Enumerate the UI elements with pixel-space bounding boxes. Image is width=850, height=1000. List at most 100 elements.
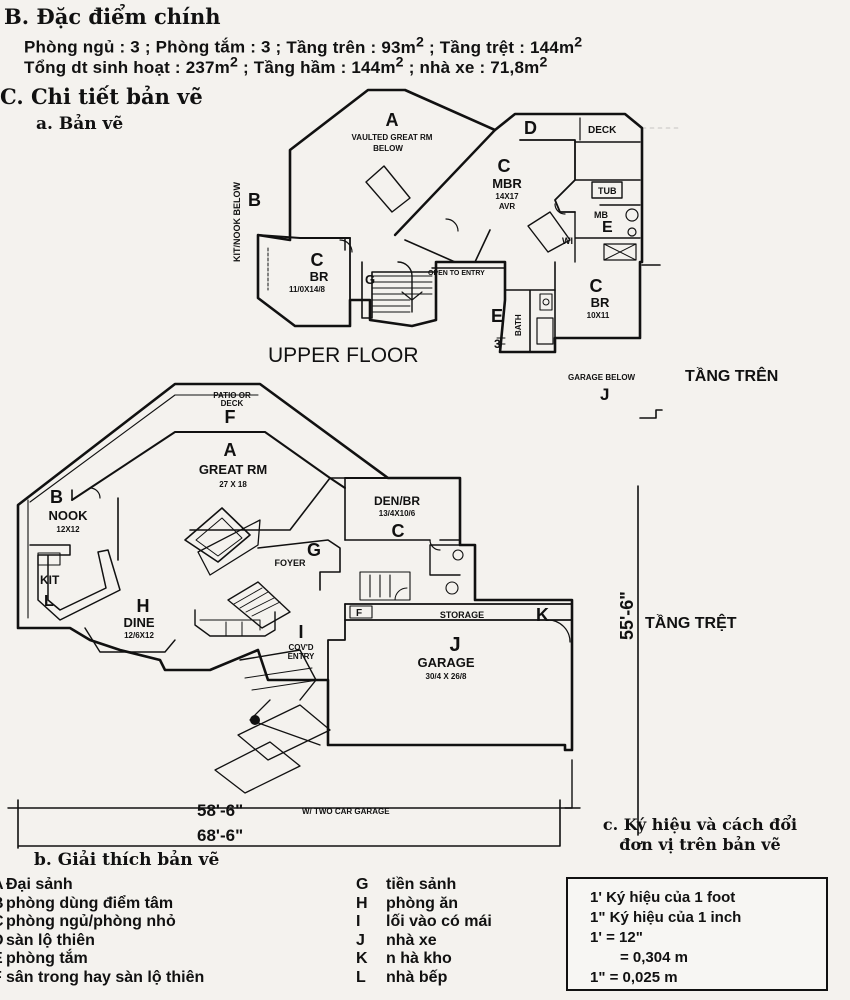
gf-dine: DINE xyxy=(123,615,154,630)
gf-great-dim: 27 X 18 xyxy=(219,480,247,489)
gf-entry: ENTRY xyxy=(288,652,315,661)
uf-e-mb: E xyxy=(602,219,613,236)
gf-i-letter: I xyxy=(298,622,303,642)
gf-den-br: DEN/BR xyxy=(374,494,420,508)
uf-br1-letter: C xyxy=(311,250,324,270)
garage-stat: ; nhà xe : 71,8m2 xyxy=(408,54,548,77)
upper-floor-heading: UPPER FLOOR xyxy=(268,344,419,367)
legend-title: b. Giải thích bản vẽ xyxy=(34,850,220,870)
gf-two-car: W/ TWO CAR GARAGE xyxy=(302,807,390,816)
gf-dim-686: 68'-6" xyxy=(197,826,243,845)
uf-b-letter: B xyxy=(248,190,261,210)
upper-floor-stat: Tầng trên : 93m2 xyxy=(286,34,425,57)
uf-e-bath: E xyxy=(491,306,503,326)
uf-mbr-sub: AVR xyxy=(499,202,516,211)
legend-item-f: Fsân trong hay sàn lộ thiên xyxy=(0,968,205,986)
gf-b-letter: B xyxy=(50,487,63,507)
uf-br1: BR xyxy=(310,269,329,284)
uf-d-letter: D xyxy=(524,118,537,138)
gf-den-letter: C xyxy=(392,521,405,541)
conversion-title-line-1: c. Ký hiệu và cách đổi xyxy=(602,815,798,834)
gf-dim-586: 58'-6" xyxy=(197,801,243,820)
gf-covd: COV'D xyxy=(288,643,313,652)
legend-item-d: Dsàn lộ thiên xyxy=(0,931,95,949)
basement-stat: ; Tầng hầm : 144m2 xyxy=(243,54,404,77)
gf-f2-letter: F xyxy=(356,608,362,619)
conversion-row-inch-m: 1" = 0,025 m xyxy=(590,969,678,986)
bathrooms-stat: Phòng tắm : 3 ; xyxy=(155,37,282,57)
uf-stair-mark: 3 xyxy=(494,337,501,351)
gf-g-letter: G xyxy=(307,540,321,560)
legend-item-a: AĐại sảnh xyxy=(0,876,73,893)
uf-open-to-entry: OPEN TO ENTRY xyxy=(428,270,485,277)
gf-storage: STORAGE xyxy=(440,610,484,620)
gf-garage: GARAGE xyxy=(417,655,474,670)
ground-floor-plan: PATIO OR DECK F A GREAT RM 27 X 18 B NOO… xyxy=(7,382,737,849)
gf-l-letter: L xyxy=(44,593,54,610)
gf-den-dim: 13/4X10/6 xyxy=(379,509,416,518)
gf-f-letter: F xyxy=(225,407,236,427)
legend-left-column: AĐại sảnh Bphòng dùng điểm tâm Cphòng ng… xyxy=(0,876,335,987)
section-c-sub-a: a. Bản vẽ xyxy=(36,114,124,134)
gf-k-letter: K xyxy=(536,605,549,625)
conversion-row-inch: 1" Ký hiệu của 1 inch xyxy=(590,909,742,926)
features-line-1: Phòng ngủ : 3 ; Phòng tắm : 3 ; Tầng trê… xyxy=(24,34,582,58)
legend-item-e: Ephòng tắm xyxy=(0,950,88,967)
gf-patio-2: DECK xyxy=(221,399,244,408)
uf-br2-letter: C xyxy=(590,276,603,296)
tang-tret-heading: TẦNG TRỆT xyxy=(645,613,737,632)
conversion-title: c. Ký hiệu và cách đổi đơn vị trên bản v… xyxy=(569,815,831,855)
uf-kit-nook-below: KIT/NOOK BELOW xyxy=(232,182,242,262)
uf-bath: BATH xyxy=(514,314,523,336)
uf-j-letter: J xyxy=(600,385,609,404)
bedrooms-stat: Phòng ngủ : 3 ; xyxy=(24,37,151,57)
gf-a-letter: A xyxy=(224,440,237,460)
uf-a-text2: BELOW xyxy=(373,144,403,153)
uf-garage-below: GARAGE BELOW xyxy=(568,373,636,382)
uf-deck: DECK xyxy=(588,125,617,136)
gf-patio-1: PATIO OR xyxy=(213,391,251,400)
conversion-row-foot-m: = 0,304 m xyxy=(620,949,688,966)
uf-mbr-dim: 14X17 xyxy=(495,192,519,201)
uf-wi: WI xyxy=(562,236,573,246)
features-line-2: Tổng dt sinh hoạt : 237m2 ; Tầng hầm : 1… xyxy=(24,54,548,78)
gf-dim-556: 55'-6" xyxy=(617,591,637,640)
gf-foyer: FOYER xyxy=(274,558,306,568)
uf-g-letter: G xyxy=(365,272,375,287)
legend-item-c: Cphòng ngủ/phòng nhỏ xyxy=(0,913,176,930)
gf-dine-dim: 12/6X12 xyxy=(124,631,154,640)
gf-garage-dim: 30/4 X 26/8 xyxy=(426,672,467,681)
uf-mb: MB xyxy=(594,210,608,220)
gf-kit: KIT xyxy=(40,573,60,587)
uf-a-text1: VAULTED GREAT RM xyxy=(352,133,433,142)
conversion-box: 1' Ký hiệu của 1 foot 1" Ký hiệu của 1 i… xyxy=(566,877,828,991)
uf-tub: TUB xyxy=(598,186,617,196)
gf-nook: NOOK xyxy=(49,508,89,523)
legend-item-b: Bphòng dùng điểm tâm xyxy=(0,894,174,912)
section-b-title: B. Đặc điểm chính xyxy=(4,4,221,29)
conversion-row-foot: 1' Ký hiệu của 1 foot xyxy=(590,889,736,906)
gf-great-rm: GREAT RM xyxy=(199,462,267,477)
ground-floor-stat: ; Tầng trệt : 144m2 xyxy=(428,34,583,57)
uf-a-letter: A xyxy=(386,110,399,130)
uf-br2: BR xyxy=(591,295,610,310)
uf-br1-dim: 11/0X14/8 xyxy=(289,285,326,294)
uf-br2-dim: 10X11 xyxy=(587,311,610,320)
uf-mbr-letter: C xyxy=(498,156,511,176)
conversion-title-line-2: đơn vị trên bản vẽ xyxy=(619,835,781,854)
tang-tren-heading: TẦNG TRÊN xyxy=(685,366,778,385)
upper-floor-plan: A VAULTED GREAT RM BELOW D DECK C MBR 14… xyxy=(232,88,778,419)
conversion-row-foot-inch: 1' = 12" xyxy=(590,929,643,946)
living-area-stat: Tổng dt sinh hoạt : 237m2 xyxy=(24,54,239,77)
uf-mbr: MBR xyxy=(492,176,522,191)
gf-h-letter: H xyxy=(137,596,150,616)
gf-nook-dim: 12X12 xyxy=(56,525,80,534)
section-c-title: C. Chi tiết bản vẽ xyxy=(0,84,203,109)
